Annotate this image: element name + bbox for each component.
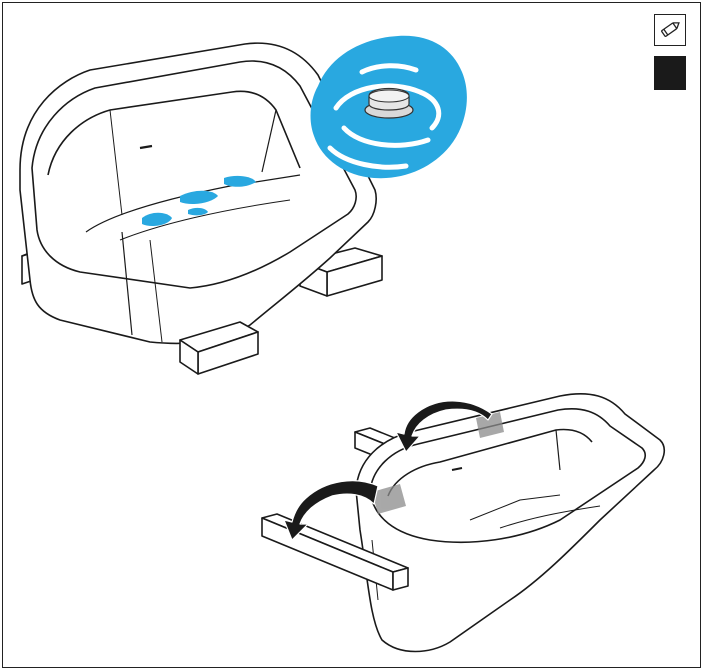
bathtub-bottom [262,394,664,652]
drain-detail [311,36,467,178]
